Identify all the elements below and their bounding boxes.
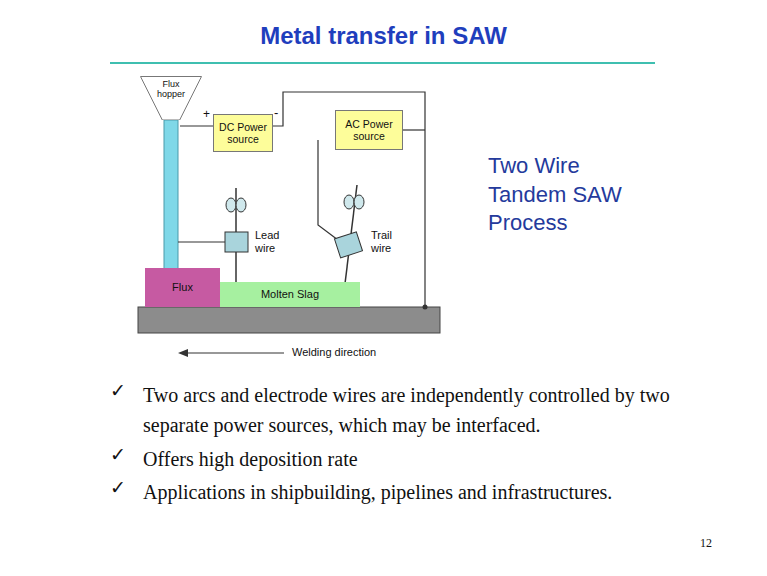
flux-layer: Flux [145, 268, 220, 307]
node-label: Molten Slag [261, 288, 319, 301]
page-number: 12 [700, 537, 730, 551]
ac-torch-wire [318, 140, 338, 240]
bullet-check: ✓ [110, 444, 134, 466]
terminal-sign: + [203, 108, 213, 122]
node-label: Flux [172, 281, 193, 294]
dc-torch-wire [178, 241, 225, 242]
part-name: Trail wire [371, 229, 409, 254]
bullet-check: ✓ [110, 380, 134, 402]
bullet-check: ✓ [110, 477, 134, 499]
ac-return-wire [401, 129, 425, 130]
node-label: Flux hopper [150, 79, 192, 100]
welding-direction-arrow [178, 349, 284, 357]
flux-tube [164, 120, 178, 270]
node-label: DC Power source [216, 121, 270, 145]
bullet-text: Applications in shipbuilding, pipelines … [143, 477, 691, 507]
power-source-box: DC Power source [213, 114, 273, 152]
ground-point [423, 305, 428, 310]
node-label: AC Power source [338, 118, 400, 142]
direction-label: Welding direction [292, 346, 402, 359]
terminal-sign: - [274, 106, 282, 121]
part-name: Lead wire [255, 229, 291, 254]
power-source-box: AC Power source [335, 110, 403, 150]
process-name: Two Wire Tandem SAW Process [488, 152, 653, 238]
positive-wire [180, 125, 213, 126]
flux-hopper: Flux hopper [140, 76, 202, 120]
bullet-text: Two arcs and electrode wires are indepen… [143, 380, 691, 440]
lead-torch [225, 188, 248, 292]
title-rule [110, 62, 655, 64]
bullet-text: Offers high deposition rate [143, 444, 691, 474]
workpiece [138, 307, 440, 333]
slag-layer: Molten Slag [220, 282, 360, 307]
slide-title: Metal transfer in SAW [0, 22, 767, 50]
negative-wire [271, 92, 425, 307]
trail-torch [334, 185, 364, 292]
